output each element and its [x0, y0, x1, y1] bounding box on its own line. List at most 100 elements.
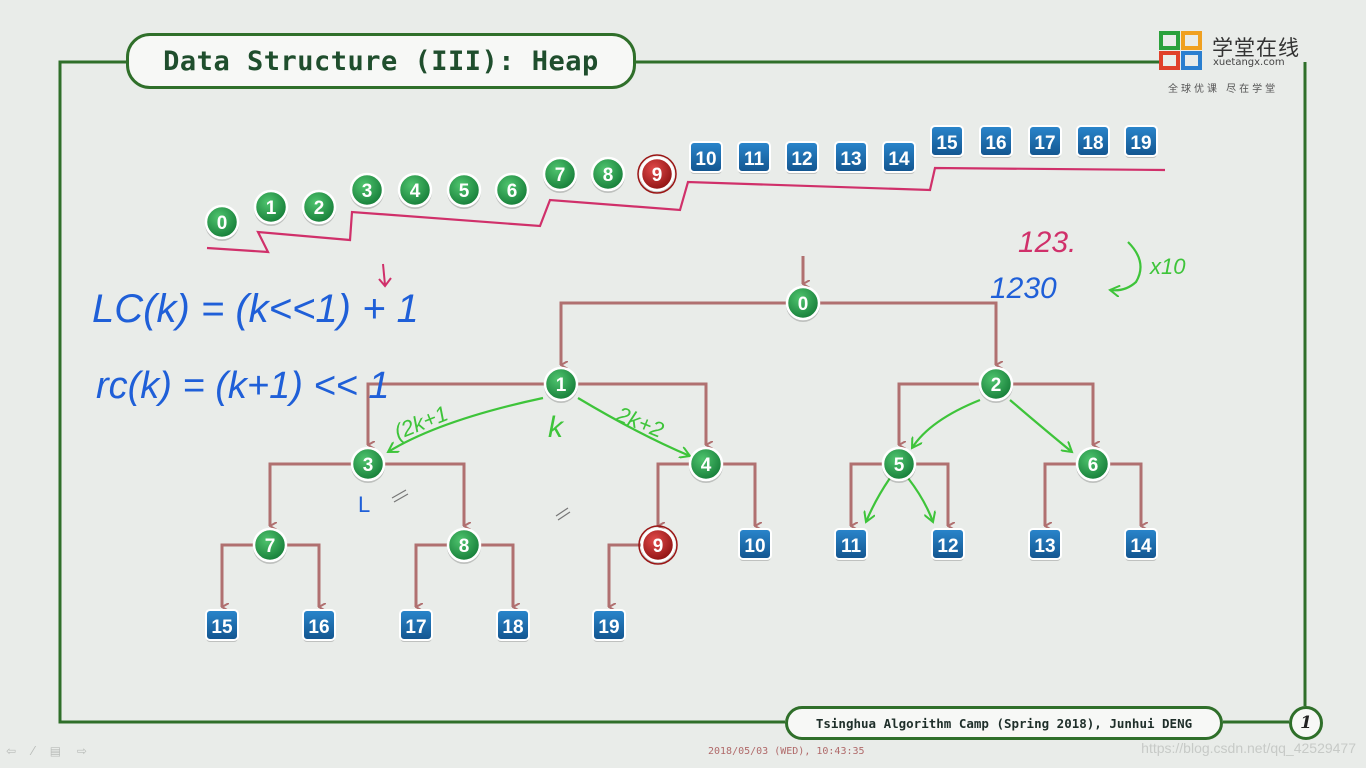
- tree-node-label: 10: [744, 536, 765, 557]
- array-cell: 19: [1124, 125, 1158, 158]
- slide-title-box: Data Structure (III): Heap: [126, 33, 636, 89]
- scribble-b: [555, 507, 571, 521]
- tree-node: 15: [205, 609, 239, 642]
- array-cell: 8: [590, 156, 626, 193]
- watermark: https://blog.csdn.net/qq_42529477: [1141, 740, 1356, 756]
- array-cell-label: 19: [1130, 133, 1151, 154]
- pink-down-arrow: [378, 263, 392, 288]
- scribble-a: [391, 489, 409, 503]
- array-cell-label: 11: [744, 149, 765, 170]
- array-cell-label: 12: [791, 149, 812, 170]
- array-cell-label: 2: [314, 198, 325, 219]
- tree-node: 8: [446, 527, 482, 564]
- num-b-note: 1230: [990, 272, 1057, 305]
- array-cell-label: 4: [410, 181, 421, 202]
- array-cell: 2: [301, 189, 337, 226]
- array-cell: 17: [1028, 125, 1062, 158]
- xuetangx-logo: 学堂在线 xuetangx.com 全球优课 尽在学堂: [1158, 30, 1318, 96]
- tree-node: 2: [978, 366, 1014, 403]
- tree-node-label: 17: [405, 617, 426, 638]
- tree-node-label: 3: [363, 455, 374, 476]
- tree-node-label: 1: [556, 375, 567, 396]
- array-cell: 6: [494, 172, 530, 209]
- array-cell: 1: [253, 189, 289, 226]
- green-curve-2-6: [1009, 399, 1072, 452]
- tree-node-label: 18: [502, 617, 523, 638]
- tree-node: 5: [881, 446, 917, 483]
- tree-node-label: 12: [937, 536, 958, 557]
- tree-node-label: 19: [598, 617, 619, 638]
- logo-slogan: 全球优课 尽在学堂: [1168, 84, 1279, 95]
- tree-node-label: 15: [211, 617, 233, 638]
- array-cell-label: 9: [652, 165, 663, 186]
- level-underline: [206, 166, 1166, 254]
- tree-node: 13: [1028, 528, 1062, 561]
- array-cell: 3: [349, 172, 385, 209]
- slide-footer-box: Tsinghua Algorithm Camp (Spring 2018), J…: [785, 706, 1223, 740]
- L-note: L: [358, 492, 370, 517]
- handwritten-annotations: LC(k) = (k<<1) + 1 rc(k) = (k+1) << 1 (2…: [92, 226, 1186, 522]
- array-cell: 0: [204, 204, 240, 241]
- array-cell-label: 1: [266, 198, 277, 219]
- tree-node: 11: [834, 528, 868, 561]
- tree-node: 10: [738, 528, 772, 561]
- tree-node-label: 9: [653, 536, 664, 557]
- tree-node-label: 6: [1088, 455, 1099, 476]
- array-cell-label: 17: [1034, 133, 1055, 154]
- green-curve-x10: [1110, 241, 1142, 290]
- page-number: 1: [1300, 713, 1312, 733]
- green-curve-2-5: [912, 398, 981, 448]
- array-cell: 4: [397, 172, 433, 209]
- array-cell-label: 8: [603, 165, 614, 186]
- tree-edges: [220, 256, 1141, 607]
- green-curve-5-12: [907, 477, 933, 522]
- tree-node-label: 4: [701, 455, 712, 476]
- player-controls[interactable]: ⇦ ⁄ ▤ ⇨: [6, 744, 93, 758]
- tree-node: 1: [543, 366, 579, 403]
- logo-url: xuetangx.com: [1213, 57, 1285, 68]
- tree-node-label: 2: [991, 375, 1002, 396]
- tree-node: 4: [688, 446, 724, 483]
- array-cell-label: 0: [217, 213, 228, 234]
- array-cell: 16: [979, 125, 1013, 158]
- left-child-note: (2k+1: [391, 401, 452, 445]
- tree-node: 6: [1075, 446, 1111, 483]
- tree-node-label: 5: [894, 455, 905, 476]
- array-cell-label: 10: [695, 149, 716, 170]
- k-note: k: [548, 411, 565, 444]
- num-a-note: 123.: [1018, 226, 1076, 259]
- array-cell-label: 18: [1082, 133, 1103, 154]
- array-cell: 13: [834, 141, 868, 174]
- tree-node: 14: [1124, 528, 1158, 561]
- green-curve-right: [577, 397, 690, 456]
- tree-node-label: 11: [841, 536, 862, 557]
- array-cell: 18: [1076, 125, 1110, 158]
- array-cell-label: 5: [459, 181, 470, 202]
- array-cell: 11: [737, 141, 771, 174]
- tree-node: 18: [496, 609, 530, 642]
- array-cell-label: 6: [507, 181, 518, 202]
- tree-node-label: 7: [265, 536, 276, 557]
- tree-node: 9: [638, 525, 678, 565]
- array-cell-label: 14: [888, 149, 910, 170]
- right-child-note: 2k+2: [612, 401, 667, 443]
- slide-frame: [58, 60, 1307, 724]
- green-curve-left: [388, 396, 544, 452]
- logo-grid-icon: [1159, 31, 1202, 70]
- times-ten-note: x10: [1149, 254, 1186, 279]
- array-cell: 7: [542, 156, 578, 193]
- tree-node: 0: [785, 285, 821, 322]
- array-cell: 5: [446, 172, 482, 209]
- tree-node: 16: [302, 609, 336, 642]
- array-cell-label: 15: [936, 133, 958, 154]
- tree-node-label: 0: [798, 294, 809, 315]
- slide-footer: Tsinghua Algorithm Camp (Spring 2018), J…: [815, 715, 1193, 731]
- rc-formula: rc(k) = (k+1) << 1: [96, 365, 390, 407]
- array-cell: 9: [637, 154, 677, 194]
- tree-node: 3: [350, 446, 386, 483]
- tree-node: 7: [252, 527, 288, 564]
- logo-brand: 学堂在线: [1212, 36, 1300, 60]
